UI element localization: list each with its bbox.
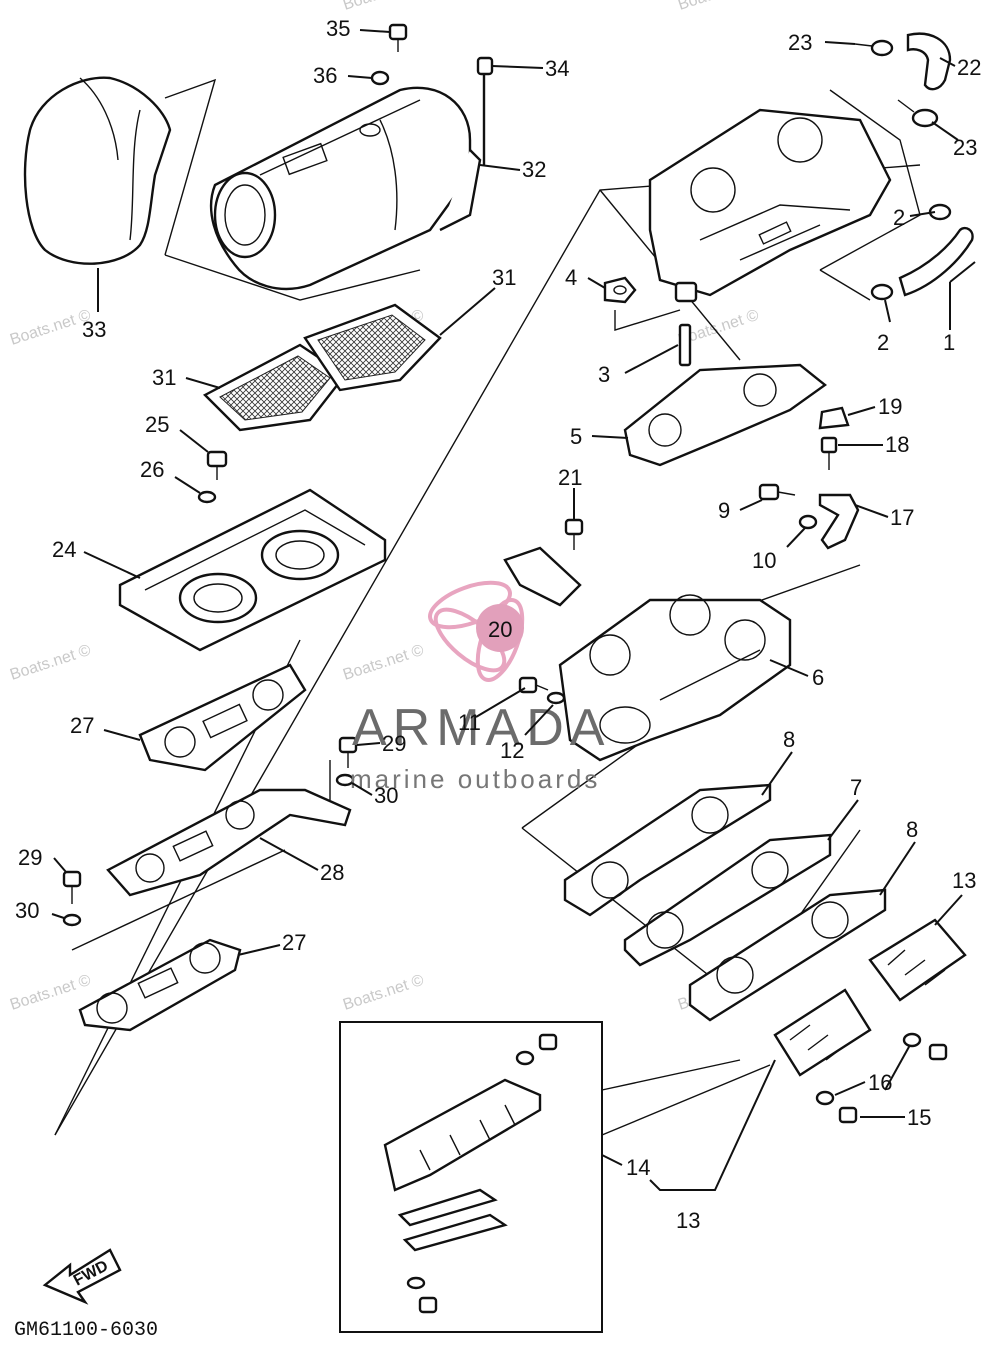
part-gasket-8-upper bbox=[563, 783, 772, 917]
part-reed-valve-13-right bbox=[868, 918, 967, 1002]
brand-logo-icon bbox=[428, 580, 525, 682]
part-intake-manifold bbox=[558, 594, 792, 762]
watermark: Boats.net © bbox=[676, 0, 761, 14]
watermark: Boats.net © bbox=[8, 307, 93, 349]
callout-label: 23 bbox=[788, 30, 812, 55]
part-carburetor bbox=[648, 108, 892, 303]
part-bolt-21 bbox=[564, 518, 584, 550]
callout-label: 12 bbox=[500, 738, 524, 763]
callout-label: 17 bbox=[890, 505, 914, 530]
watermark: Boats.net © bbox=[341, 0, 426, 14]
callout-label: 6 bbox=[812, 665, 824, 690]
callout-label: 2 bbox=[893, 205, 905, 230]
callout-label: 15 bbox=[907, 1105, 931, 1130]
part-airbox-base bbox=[118, 488, 387, 652]
callout-label: 22 bbox=[957, 55, 981, 80]
part-nut-4 bbox=[603, 276, 637, 304]
part-fitting-18 bbox=[820, 436, 838, 470]
callout-label: 25 bbox=[145, 412, 169, 437]
callout-label: 30 bbox=[374, 783, 398, 808]
part-bracket-20 bbox=[503, 546, 582, 607]
fwd-arrow-icon: FWD bbox=[42, 1248, 122, 1305]
callout-label: 26 bbox=[140, 457, 164, 482]
callout-label: 8 bbox=[906, 817, 918, 842]
callout-label: 18 bbox=[885, 432, 909, 457]
callout-label: 5 bbox=[570, 424, 582, 449]
callout-label: 29 bbox=[382, 731, 406, 756]
part-filter-screens bbox=[202, 303, 442, 432]
part-intake-boot bbox=[23, 76, 172, 265]
callout-label: 24 bbox=[52, 537, 76, 562]
callout-label: 27 bbox=[70, 713, 94, 738]
brand-name: ARMADA bbox=[352, 699, 610, 757]
part-bracket-17 bbox=[818, 493, 860, 550]
callout-label: 8 bbox=[783, 727, 795, 752]
callout-label: 14 bbox=[626, 1155, 650, 1180]
callout-label: 10 bbox=[752, 548, 776, 573]
callout-label: 27 bbox=[282, 930, 306, 955]
part-bolt-25 bbox=[197, 450, 228, 504]
part-gasket-5 bbox=[623, 363, 827, 467]
part-bolt-15 bbox=[815, 1032, 948, 1124]
callout-label: 21 bbox=[558, 465, 582, 490]
callout-label: 13 bbox=[952, 868, 976, 893]
callout-label: 1 bbox=[943, 330, 955, 355]
callout-label: 9 bbox=[718, 498, 730, 523]
brand-badge-number: 20 bbox=[488, 617, 512, 642]
part-cap-19 bbox=[818, 406, 850, 430]
brand-tagline: marine outboards bbox=[350, 764, 600, 794]
diagram-code: GM61100-6030 bbox=[14, 1319, 158, 1342]
callout-label: 33 bbox=[82, 317, 106, 342]
callout-label: 16 bbox=[868, 1070, 892, 1095]
callout-label: 34 bbox=[545, 56, 569, 81]
part-hose-1 bbox=[870, 203, 974, 301]
callout-label: 23 bbox=[953, 135, 977, 160]
callout-label: 3 bbox=[598, 362, 610, 387]
callout-label: 30 bbox=[15, 898, 39, 923]
watermark: Boats.net © bbox=[341, 972, 426, 1014]
part-reed-valve-13-left bbox=[773, 988, 872, 1077]
brand-watermark: 20 ARMADA marine outboards bbox=[350, 580, 610, 794]
part-gasket-8-lower bbox=[688, 888, 887, 1022]
callout-label: 7 bbox=[850, 775, 862, 800]
callout-label: 31 bbox=[152, 365, 176, 390]
callout-label: 11 bbox=[458, 710, 481, 735]
part-gasket-7 bbox=[623, 833, 832, 967]
part-bolt-29-b bbox=[62, 870, 82, 927]
part-bolt-29-a bbox=[335, 736, 358, 787]
callout-label: 4 bbox=[565, 265, 577, 290]
callout-label: 29 bbox=[18, 845, 42, 870]
part-gasket-27-upper bbox=[138, 663, 307, 772]
watermark: Boats.net © bbox=[8, 972, 93, 1014]
callout-label: 13 bbox=[676, 1208, 700, 1233]
callout-label: 28 bbox=[320, 860, 344, 885]
part-gasket-27-lower bbox=[78, 938, 242, 1032]
callouts: 1 2 2 3 4 5 6 7 8 8 9 10 11 bbox=[15, 16, 981, 1233]
callout-label: 36 bbox=[313, 63, 337, 88]
callout-label: 31 bbox=[492, 265, 516, 290]
inset-reed-assembly-box bbox=[339, 1021, 771, 1333]
callout-label: 19 bbox=[878, 394, 902, 419]
part-airbox-housing bbox=[209, 23, 494, 291]
part-gasket-28 bbox=[106, 788, 352, 897]
part-stud-3 bbox=[678, 323, 692, 367]
part-bolt-9 bbox=[758, 483, 818, 530]
part-hose-22 bbox=[854, 32, 952, 128]
callout-label: 32 bbox=[522, 157, 546, 182]
callout-label: 2 bbox=[877, 330, 889, 355]
watermark: Boats.net © bbox=[341, 642, 426, 684]
watermark: Boats.net © bbox=[8, 642, 93, 684]
callout-label: 35 bbox=[326, 16, 350, 41]
